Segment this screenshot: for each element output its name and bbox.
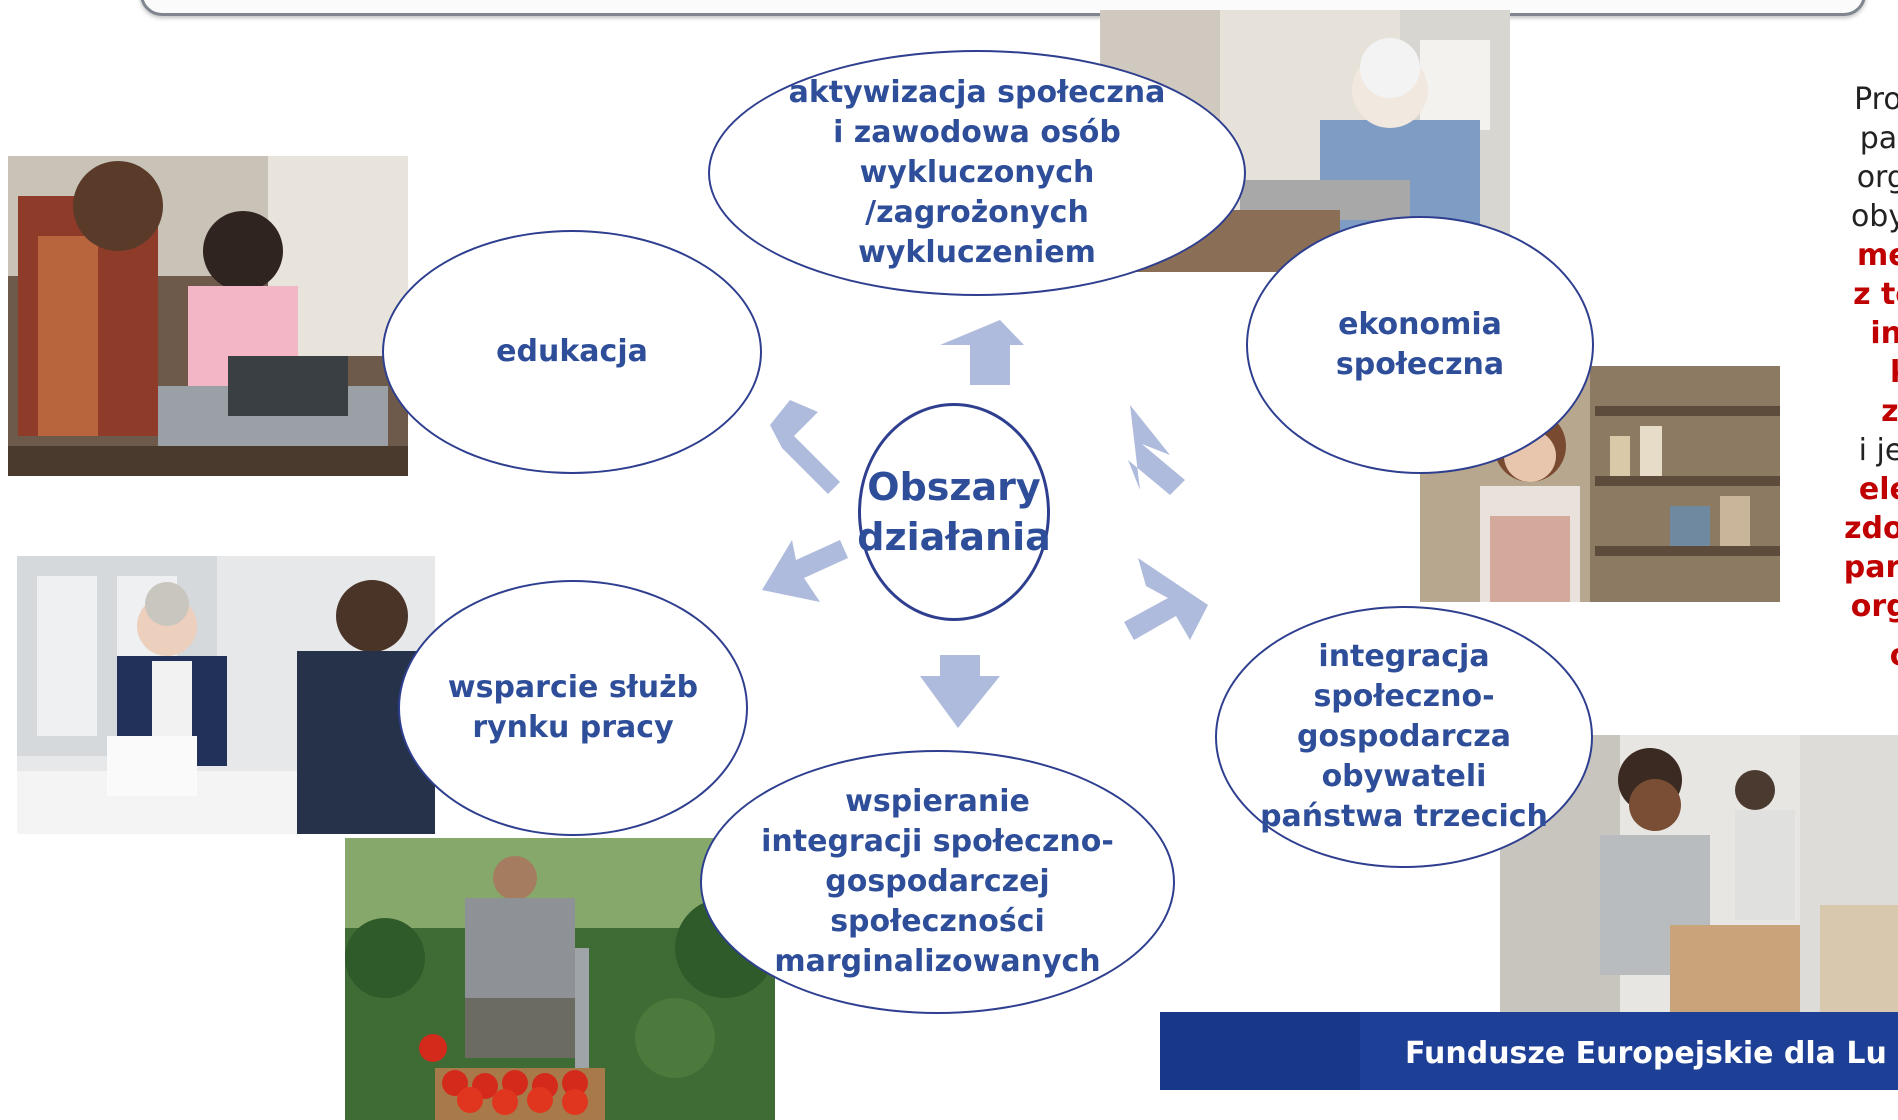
side-line-12: zdolno (1844, 511, 1898, 546)
center-node: Obszary działania (857, 403, 1051, 621)
photo-job-interview (17, 556, 435, 834)
side-line-1: Projek (1854, 82, 1898, 117)
area-ekonomia-label: ekonomia społeczna (1335, 307, 1505, 382)
arrow-up-left (770, 400, 840, 494)
photo-warehouse-worker (1500, 735, 1898, 1013)
side-line-14: organ (1850, 589, 1898, 624)
footer-banner-lead (1160, 1012, 1360, 1090)
area-integracja-label: integracja społeczno- gospodarcza obywat… (1260, 639, 1548, 834)
arrow-down (920, 676, 1000, 728)
photo-students-robotics (8, 156, 408, 476)
side-line-5: mery (1857, 238, 1898, 273)
side-line-8: k (1770, 353, 1898, 392)
side-line-10: i jedn (1858, 433, 1898, 468)
side-line-13: partne (1843, 550, 1898, 585)
area-wspieranie: wspieranie integracji społeczno- gospoda… (700, 750, 1175, 1014)
center-title: Obszary działania (857, 465, 1051, 559)
side-line-15: o (1770, 636, 1898, 675)
side-description: Projek partn organ obywa mery z tem inw … (1770, 80, 1898, 675)
area-integracja: integracja społeczno- gospodarcza obywat… (1215, 606, 1593, 868)
area-wsparcie-label: wsparcie służb rynku pracy (447, 670, 699, 745)
arrow-down-right (1124, 558, 1208, 640)
area-wsparcie: wsparcie służb rynku pracy (398, 580, 748, 836)
side-line-9: za (1881, 394, 1898, 429)
arrow-down-shaft (940, 655, 980, 679)
area-wspieranie-label: wspieranie integracji społeczno- gospoda… (761, 784, 1114, 979)
footer-banner-text: Fundusze Europejskie dla Lu (1405, 1036, 1887, 1071)
side-line-7: inw (1870, 316, 1898, 351)
area-edukacja: edukacja (382, 230, 762, 474)
area-aktywizacja-label: aktywizacja społeczna i zawodowa osób wy… (788, 75, 1166, 270)
side-line-2: partn (1859, 121, 1898, 156)
side-line-6: z tem (1853, 277, 1898, 312)
arrow-up-right (1128, 405, 1185, 495)
side-line-3: organ (1856, 160, 1898, 195)
side-line-11: elem (1858, 472, 1898, 507)
arrow-down-left (762, 540, 848, 602)
area-aktywizacja: aktywizacja społeczna i zawodowa osób wy… (708, 50, 1246, 296)
footer-banner (1160, 1012, 1898, 1090)
side-line-4: obywa (1850, 199, 1898, 234)
area-ekonomia: ekonomia społeczna (1246, 216, 1594, 474)
area-edukacja-label: edukacja (496, 334, 648, 369)
arrow-up (940, 320, 1024, 385)
